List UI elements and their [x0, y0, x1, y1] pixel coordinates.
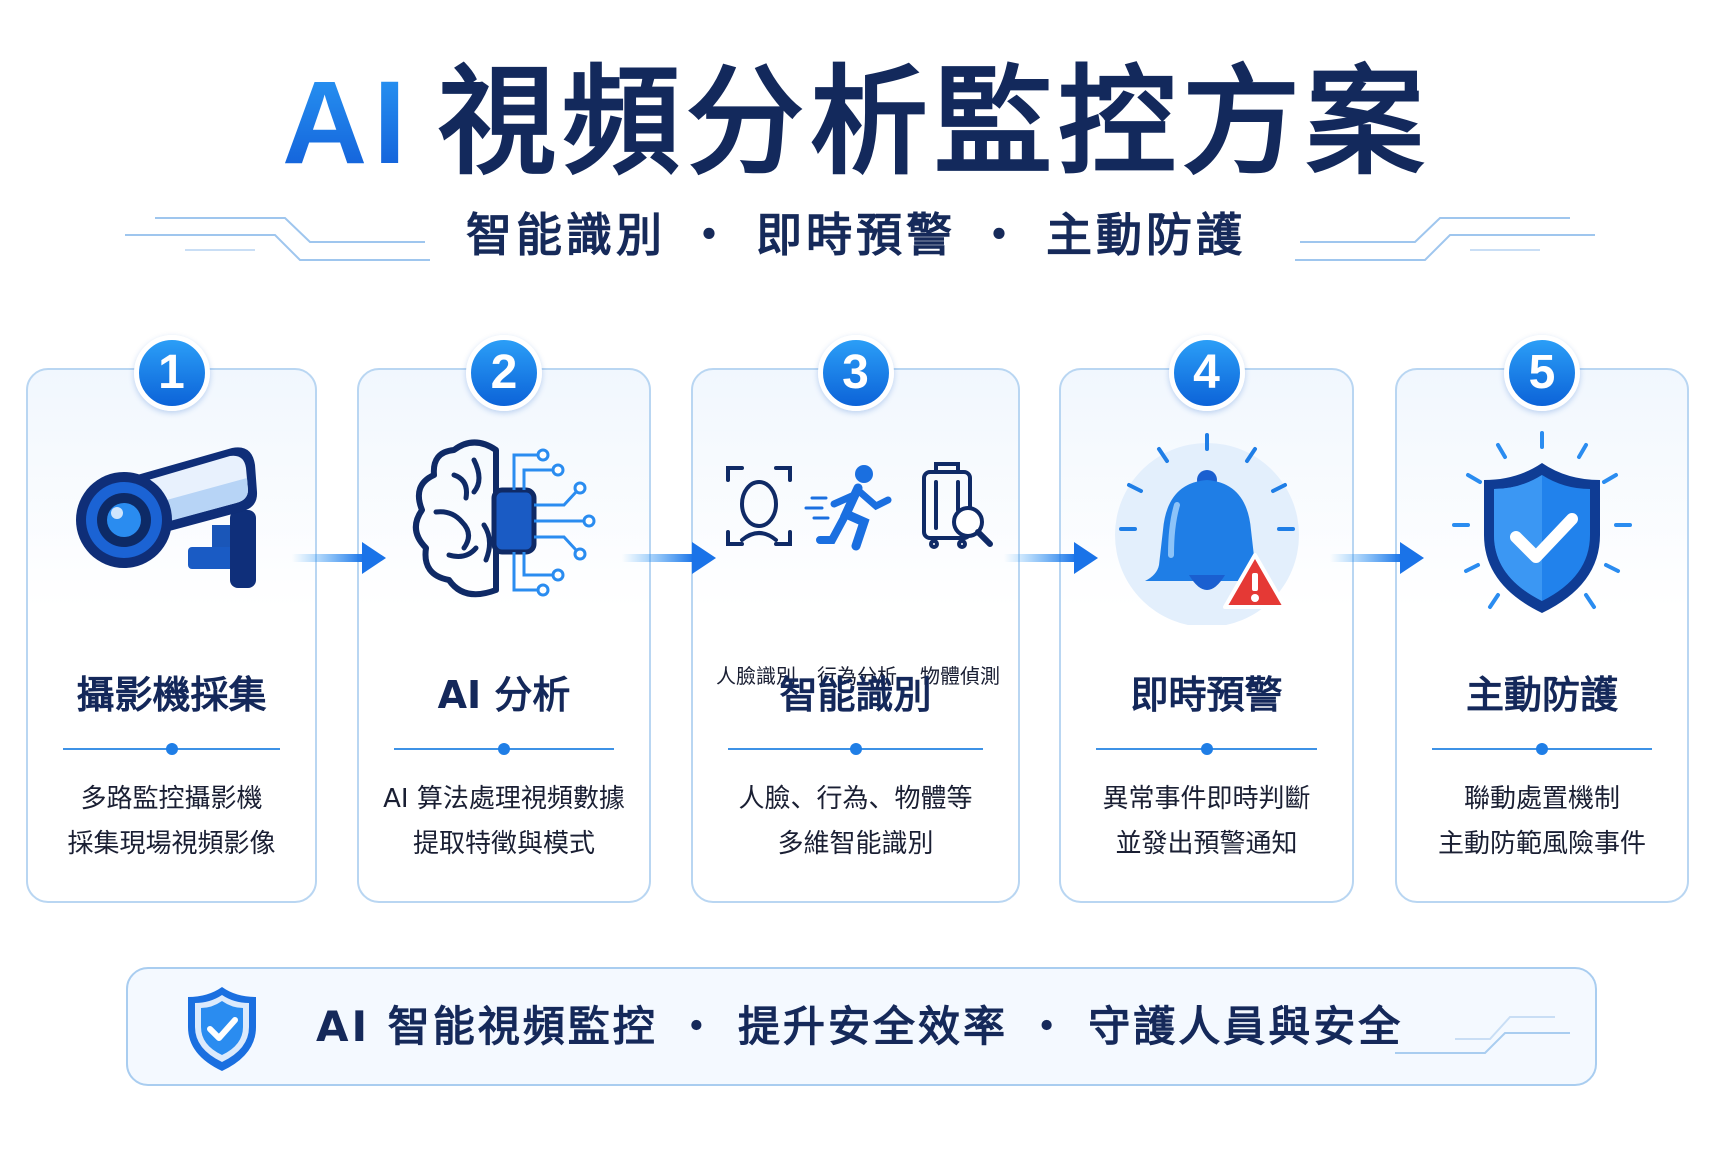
step-number-badge: 3	[817, 335, 894, 411]
step-divider	[394, 743, 614, 755]
step-description: AI 算法處理視頻數據 提取特徵與模式	[383, 784, 625, 859]
shield-check-icon	[1452, 431, 1632, 613]
step-description: 人臉、行為、物體等 多維智能識別	[738, 784, 973, 859]
footer-banner: AI 智能視頻監控 ・ 提升安全效率 ・ 守護人員與安全	[126, 967, 1597, 1086]
luggage-search-icon	[921, 462, 993, 549]
footer-circuit-deco	[1395, 1016, 1570, 1054]
step-divider	[63, 743, 280, 755]
label-behavior-analysis: 行為分析	[817, 664, 897, 688]
step-card-1: 1 攝影機採集 多路監控攝影機 採集現場視頻影像	[26, 335, 317, 903]
flow-arrow-1	[292, 542, 386, 574]
step-divider	[728, 743, 983, 755]
step-description: 聯動處置機制 主動防範風險事件	[1437, 784, 1646, 859]
step-card-3: 3	[691, 335, 1020, 903]
label-face-recognition: 人臉識別	[716, 664, 796, 688]
flow-arrow-4	[1330, 542, 1424, 574]
title-main: 視頻分析監控方案	[437, 53, 1430, 191]
alert-bell-icon	[1114, 433, 1299, 625]
step-card-5: 5 主動防護 聯動處置機制 主動防範風險事件	[1395, 335, 1689, 903]
flow-arrow-2	[622, 542, 716, 574]
step-card-2: 2 AI 分析 AI 算法處理視頻數據 提取特徵與模式	[357, 335, 651, 903]
step-description: 多路監控攝影機 採集現場視頻影像	[67, 784, 276, 859]
step-card-4: 4 即時預警 異常事件即時判斷 並發出預警通知	[1059, 335, 1354, 903]
right-circuit-deco	[1295, 217, 1595, 261]
step-number-badge: 5	[1504, 335, 1580, 411]
step-number-badge: 1	[133, 335, 210, 411]
step-title: AI 分析	[437, 673, 571, 717]
label-object-detection: 物體偵測	[920, 664, 1000, 688]
flow-arrow-3	[1004, 542, 1098, 574]
step-divider	[1432, 743, 1652, 755]
step-title: 主動防護	[1465, 673, 1618, 717]
shield-check-icon	[188, 987, 256, 1071]
recognition-labels: 人臉識別 行為分析 物體偵測	[693, 660, 1018, 690]
subtitle: 智能識別 ・ 即時預警 ・ 主動防護	[465, 208, 1247, 262]
left-circuit-deco	[125, 217, 430, 261]
step-number-badge: 4	[1168, 335, 1245, 411]
footer-tagline: AI 智能視頻監控 ・ 提升安全效率 ・ 守護人員與安全	[316, 1002, 1404, 1051]
step-title: 智能識別	[779, 673, 932, 717]
step-title: 即時預警	[1130, 673, 1283, 717]
running-person-icon	[804, 465, 891, 551]
step-title: 攝影機採集	[76, 673, 267, 717]
step-divider	[1096, 743, 1317, 755]
face-scan-icon	[725, 466, 792, 546]
step-number-badge: 2	[466, 335, 542, 411]
security-camera-icon	[75, 447, 257, 588]
title-ai: AI	[281, 57, 412, 189]
ai-brain-chip-icon	[413, 439, 596, 598]
step-description: 異常事件即時判斷 並發出預警通知	[1102, 784, 1311, 859]
recognition-icons	[725, 462, 993, 551]
